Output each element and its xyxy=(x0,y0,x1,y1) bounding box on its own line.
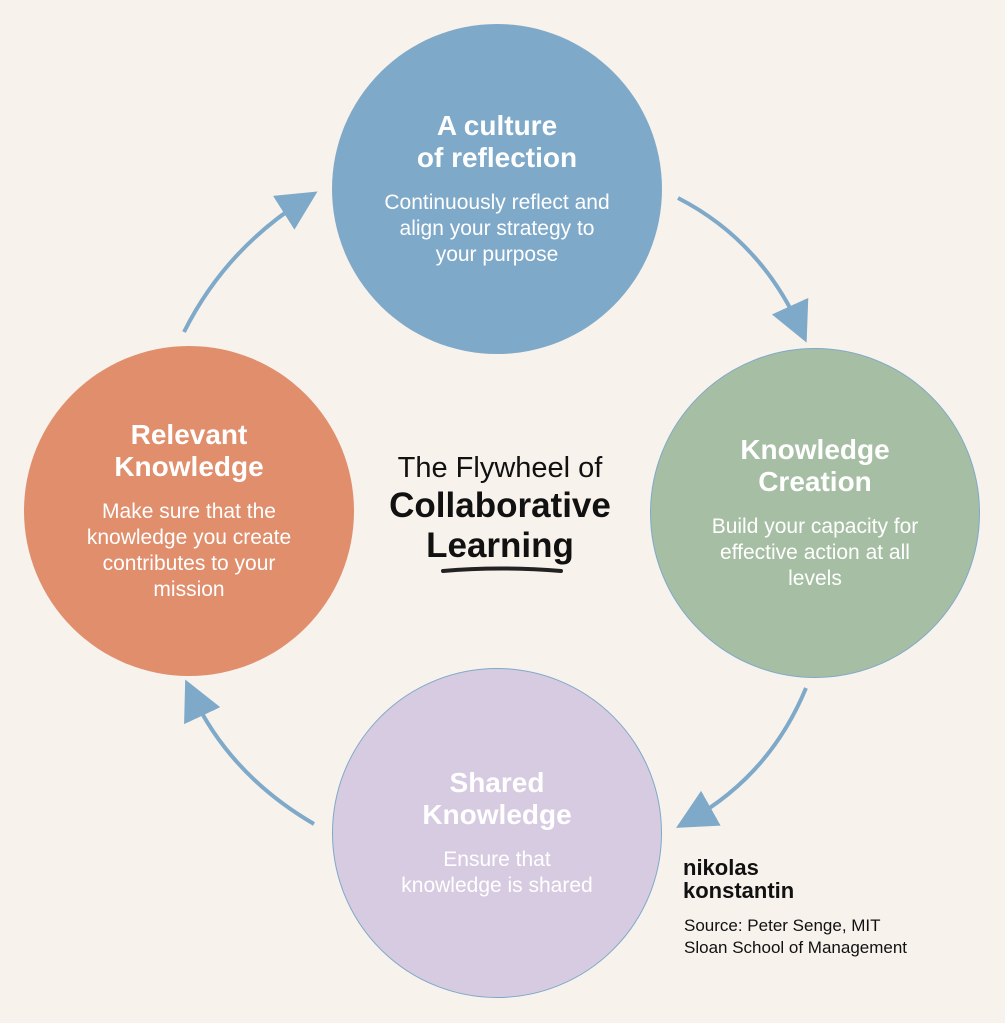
node-description: Make sure that the knowledge you create … xyxy=(86,500,292,601)
node-title: Shared Knowledge xyxy=(422,767,572,830)
node-description: Build your capacity for effective action… xyxy=(711,515,919,590)
source-note: Source: Peter Senge, MIT Sloan School of… xyxy=(684,916,908,957)
node-title: Relevant Knowledge xyxy=(114,419,264,482)
center-title: The Flywheel of Collaborative Learning xyxy=(370,450,630,566)
center-title-line3: Learning xyxy=(426,526,574,565)
node-relevant-knowledge: Relevant Knowledge Make sure that the kn… xyxy=(24,346,354,676)
arrow-left-to-top xyxy=(182,191,318,333)
node-culture-of-reflection: A culture of reflection Continuously ref… xyxy=(332,24,662,354)
node-title: A culture of reflection xyxy=(416,110,578,173)
center-title-line2: Collaborative xyxy=(389,486,611,525)
node-title: Knowledge Creation xyxy=(740,434,890,497)
arrow-top-to-right xyxy=(677,196,809,343)
node-shared-knowledge: Shared Knowledge Ensure that knowledge i… xyxy=(332,668,662,998)
center-title-line1: The Flywheel of xyxy=(397,452,603,484)
arrow-bottom-to-left xyxy=(184,679,316,826)
title-underline xyxy=(441,566,563,573)
brand-name: nikolas konstantin xyxy=(683,855,795,903)
arrow-right-to-bottom xyxy=(676,687,808,828)
node-knowledge-creation: Knowledge Creation Build your capacity f… xyxy=(650,348,980,678)
node-description: Continuously reflect and align your stra… xyxy=(384,191,610,266)
node-description: Ensure that knowledge is shared xyxy=(401,848,593,897)
